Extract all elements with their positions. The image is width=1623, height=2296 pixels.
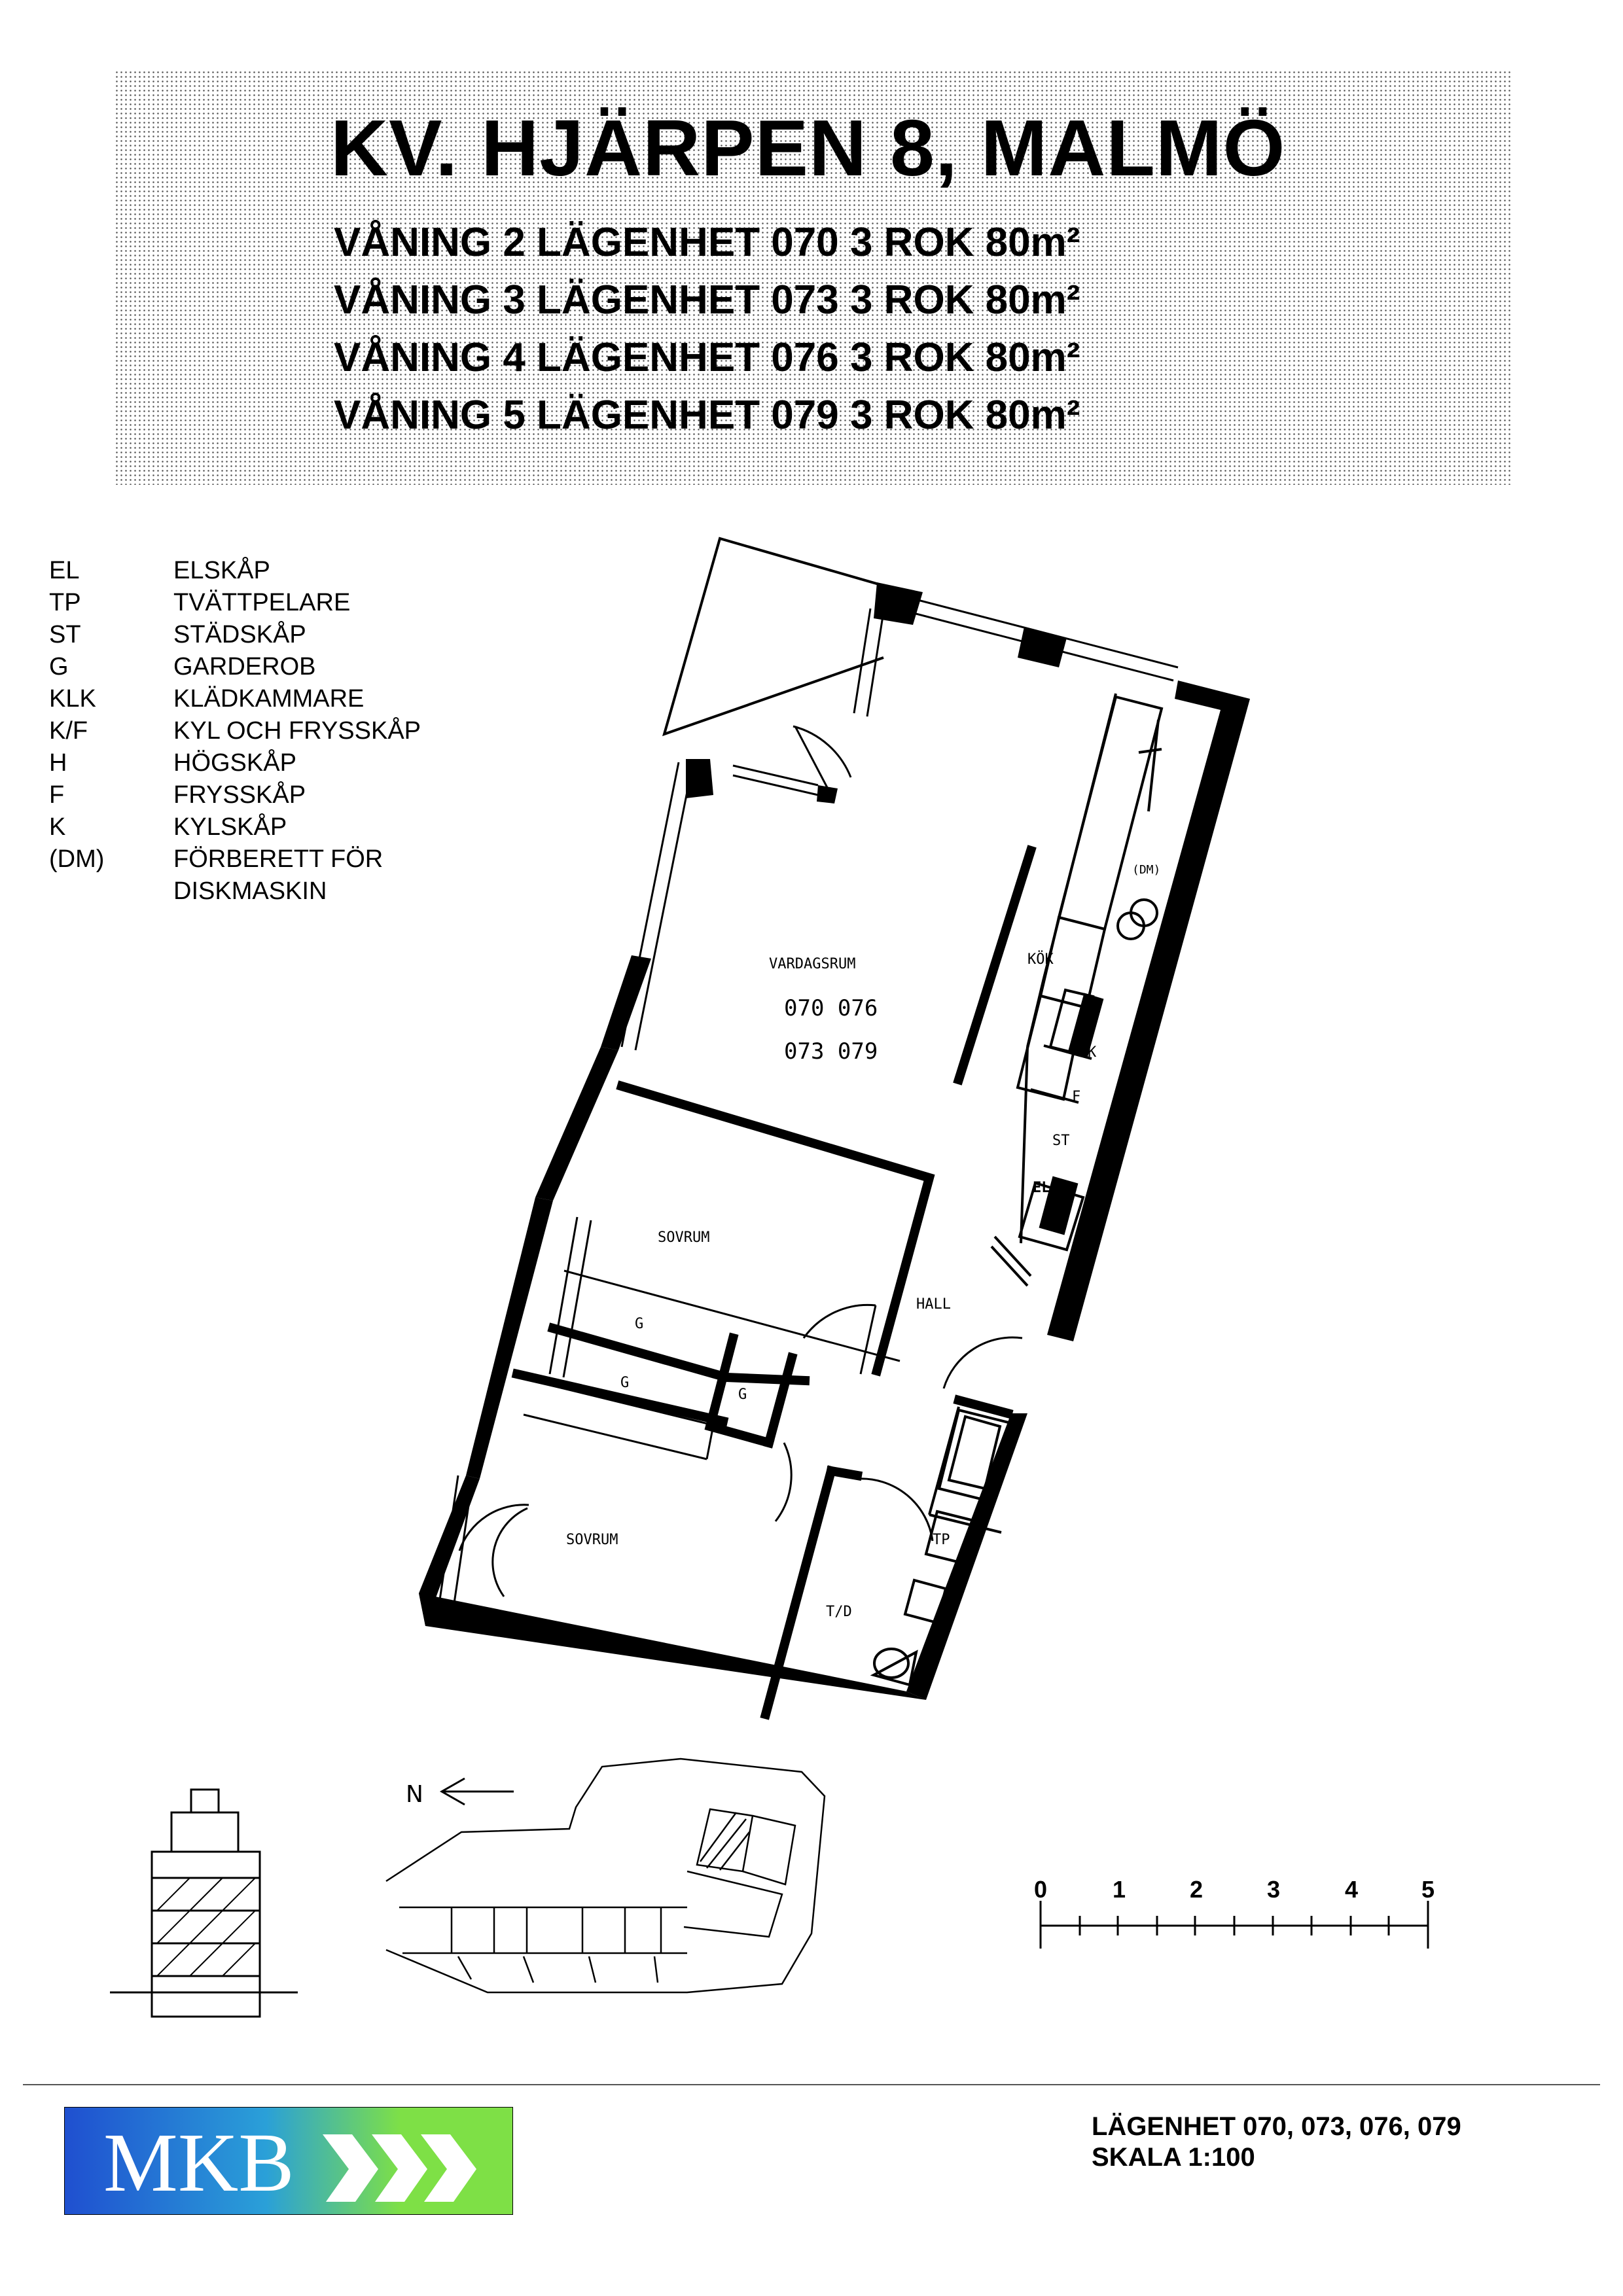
header-box xyxy=(115,70,1512,485)
room-labels: VARDAGSRUM KÖK SOVRUM SOVRUM HALL T/D G … xyxy=(566,863,1160,1620)
thin-walls xyxy=(928,693,1117,1534)
floor-line-2: VÅNING 2 LÄGENHET 070 3 ROK 80m² xyxy=(334,220,1080,265)
legend-desc: STÄDSKÅP xyxy=(173,621,306,648)
legend-code: F xyxy=(49,781,65,809)
interior-walls xyxy=(511,845,1037,1720)
apt-numbers-row2: 073 079 xyxy=(784,1038,878,1065)
legend-row: KLK KLÄDKAMMARE xyxy=(49,683,474,715)
legend-row: TP TVÄTTPELARE xyxy=(49,587,474,619)
legend-code: TP xyxy=(49,589,81,616)
balcony-outline xyxy=(662,537,884,737)
scale-bar xyxy=(1039,1901,1429,1949)
window-strips xyxy=(438,597,1179,1604)
legend-row: G GARDEROB xyxy=(49,651,474,683)
room-td: T/D xyxy=(826,1604,852,1620)
legend-desc: KYL OCH FRYSSKÅP xyxy=(173,717,421,745)
legend-row: K/F KYL OCH FRYSSKÅP xyxy=(49,715,474,747)
floor-line-4: VÅNING 4 LÄGENHET 076 3 ROK 80m² xyxy=(334,335,1080,380)
legend-code: G xyxy=(49,653,69,680)
legend-desc: GARDEROB xyxy=(173,653,316,680)
legend-code: EL xyxy=(49,557,80,584)
page-title: KV. HJÄRPEN 8, MALMÖ xyxy=(330,103,1286,192)
legend-code: ST xyxy=(49,621,81,648)
legend-desc: DISKMASKIN xyxy=(173,877,327,905)
legend-code: H xyxy=(49,749,67,777)
scale-tick-label: 0 xyxy=(1034,1876,1048,1903)
legend-row: F FRYSSKÅP xyxy=(49,779,474,811)
legend-desc: FÖRBERETT FÖR xyxy=(173,845,383,873)
footer-divider xyxy=(23,2084,1600,2085)
legend-desc: ELSKÅP xyxy=(173,557,270,584)
footer-apartments: LÄGENHET 070, 073, 076, 079 xyxy=(1092,2112,1461,2141)
room-hall: HALL xyxy=(916,1296,951,1313)
floor-line-3: VÅNING 3 LÄGENHET 073 3 ROK 80m² xyxy=(334,277,1080,323)
door-swings xyxy=(458,725,1023,1597)
room-vardagsrum: VARDAGSRUM xyxy=(769,956,855,972)
scale-tick-label: 1 xyxy=(1113,1876,1126,1903)
scale-tick-label: 3 xyxy=(1267,1876,1281,1903)
room-sovrum-lower: SOVRUM xyxy=(566,1532,618,1548)
unit-el: EL xyxy=(1033,1180,1050,1196)
floor-line-5: VÅNING 5 LÄGENHET 079 3 ROK 80m² xyxy=(334,393,1080,438)
legend-code: K/F xyxy=(49,717,88,745)
apartment-numbers: 070 076 073 079 xyxy=(784,995,878,1065)
wardrobe-lines xyxy=(523,1269,901,1460)
unit-st: ST xyxy=(1052,1133,1070,1149)
legend-desc: HÖGSKÅP xyxy=(173,749,296,777)
legend-code: K xyxy=(49,813,66,841)
legend-code: KLK xyxy=(49,685,96,713)
unit-dm: (DM) xyxy=(1132,863,1160,877)
legend-desc: KLÄDKAMMARE xyxy=(173,685,365,713)
north-arrow-icon xyxy=(439,1777,514,1806)
legend: EL ELSKÅP TP TVÄTTPELARE ST STÄDSKÅP G GARDE… xyxy=(49,555,474,908)
legend-row: (DM) FÖRBERETT FÖR xyxy=(49,843,474,875)
scale-tick-label: 4 xyxy=(1345,1876,1359,1903)
unit-k: K xyxy=(1088,1044,1097,1061)
legend-row: H HÖGSKÅP xyxy=(49,747,474,779)
wardrobe-g3: G xyxy=(738,1386,747,1403)
room-sovrum-upper: SOVRUM xyxy=(658,1229,709,1246)
wardrobe-g1: G xyxy=(635,1316,643,1332)
logo-arrows-icon xyxy=(323,2134,476,2202)
kitchen-units xyxy=(990,695,1164,1287)
legend-desc: TVÄTTPELARE xyxy=(173,589,351,616)
legend-row: ST STÄDSKÅP xyxy=(49,619,474,651)
legend-code: (DM) xyxy=(49,845,105,873)
footer-scale: SKALA 1:100 xyxy=(1092,2143,1255,2172)
unit-tp: TP xyxy=(933,1532,950,1548)
apt-numbers-row1: 070 076 xyxy=(784,995,878,1021)
wardrobe-g2: G xyxy=(620,1375,629,1391)
unit-f: F xyxy=(1072,1089,1080,1105)
legend-row: DISKMASKIN xyxy=(49,875,474,908)
legend-desc: KYLSKÅP xyxy=(173,813,287,841)
site-key-plan xyxy=(385,1757,826,1994)
legend-row: EL ELSKÅP xyxy=(49,555,474,587)
scale-tick-label: 5 xyxy=(1421,1876,1435,1903)
logo-text: MKB xyxy=(103,2116,294,2209)
storage-units xyxy=(870,1408,1013,1687)
scale-tick-label: 2 xyxy=(1190,1876,1204,1903)
north-label: N xyxy=(406,1781,423,1808)
legend-row: K KYLSKÅP xyxy=(49,811,474,843)
room-kok: KÖK xyxy=(1027,951,1054,968)
legend-desc: FRYSSKÅP xyxy=(173,781,306,809)
building-elevation xyxy=(110,1788,298,2018)
mkb-logo: MKB xyxy=(64,2107,513,2215)
